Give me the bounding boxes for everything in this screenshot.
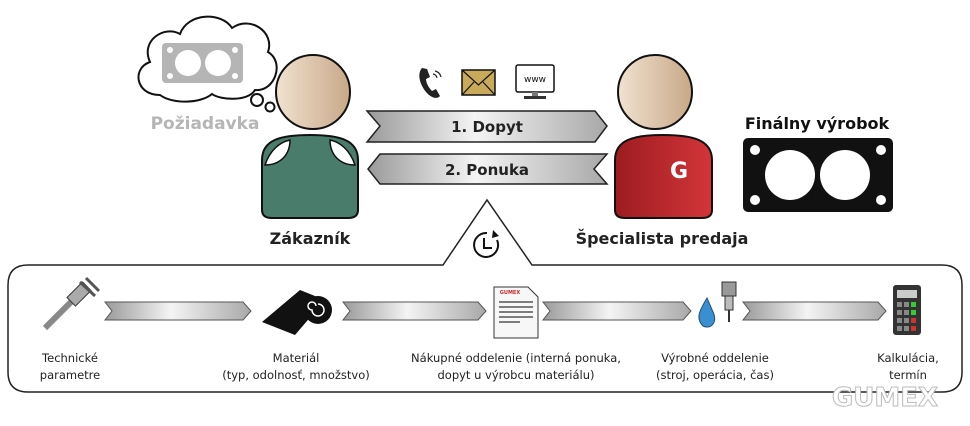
customer-label: Zákazník [270, 229, 351, 248]
inquiry-label: 1. Dopyt [451, 118, 523, 136]
final-gasket-icon [743, 138, 893, 212]
calculator-icon [893, 285, 921, 335]
specialist-label: Špecialista predaja [576, 229, 749, 248]
request-gasket-icon [162, 43, 243, 83]
step-label-line: Výrobné oddelenie [661, 351, 769, 365]
step-label-line: dopyt u výrobcu materiálu) [437, 368, 594, 382]
step-label-line: Nákupné oddelenie (interná ponuka, [411, 351, 621, 365]
envelope-icon [461, 69, 496, 96]
machine-drill-icon [698, 281, 737, 328]
step-arrow [541, 301, 692, 321]
thought-cloud [137, 15, 278, 113]
step-label: Technické parametre [40, 351, 100, 382]
step-label-line: Materiál [273, 351, 320, 365]
gumex-watermark: GUMEX [832, 383, 938, 413]
document-header: GUMEX [500, 290, 521, 296]
clock-icon [473, 230, 500, 258]
web-icon-text: www [524, 75, 546, 85]
offer-label: 2. Ponuka [445, 161, 529, 179]
material-roll-icon [262, 290, 332, 335]
customer-figure [261, 54, 359, 219]
step-label: Nákupné oddelenie (interná ponuka, dopyt… [411, 351, 621, 382]
step-label-line: Technické [41, 351, 98, 365]
step-label: Kalkulácia, termín [877, 351, 939, 382]
inquiry-arrow: 1. Dopyt [365, 110, 608, 143]
step-label-line: Kalkulácia, [877, 351, 939, 365]
step-label-line: termín [889, 368, 927, 382]
step-label: Výrobné oddelenie (stroj, operácia, čas) [656, 351, 774, 382]
specialist-figure: G [614, 54, 713, 219]
step-arrow [103, 301, 252, 321]
specialist-logo: G [670, 159, 688, 184]
step-label-line: (typ, odolnosť, množstvo) [222, 368, 370, 382]
caliper-icon [42, 276, 101, 331]
step-arrow [741, 301, 887, 321]
step-label: Materiál (typ, odolnosť, množstvo) [222, 351, 370, 382]
offer-arrow: 2. Ponuka [367, 153, 609, 185]
phone-icon [419, 68, 442, 98]
web-monitor-icon: www [515, 64, 555, 99]
step-arrow [341, 301, 487, 321]
step-label-line: parametre [40, 368, 100, 382]
document-icon: GUMEX [493, 286, 539, 339]
request-label: Požiadavka [151, 114, 260, 134]
step-label-line: (stroj, operácia, čas) [656, 368, 774, 382]
process-box [7, 198, 963, 393]
final-product-label: Finálny výrobok [745, 114, 890, 133]
